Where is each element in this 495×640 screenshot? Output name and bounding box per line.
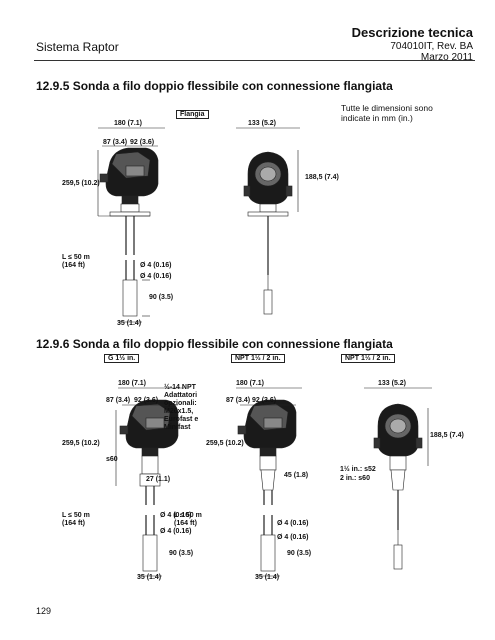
dim-width-total-1: 180 (7.1) [114, 120, 143, 127]
housing-side-2 [373, 403, 423, 457]
dim-hex-2: s60 [106, 456, 118, 463]
dim-npt-len: 45 (1.8) [284, 472, 309, 479]
connection-g-label: G 1½ in. [104, 354, 140, 363]
dim-side-width-2: 133 (5.2) [378, 380, 407, 387]
header-date: Marzo 2011 [420, 51, 473, 63]
dim-head-a-2: 87 (3.4) [106, 397, 131, 404]
dim-head-a-3: 87 (3.4) [226, 397, 251, 404]
dim-width-total-3: 180 (7.1) [236, 380, 265, 387]
dim-thread-len-2: 27 (1.1) [146, 476, 171, 483]
dim-wire-2b: Ø 4 (0.16) [160, 528, 192, 535]
dim-side-width-1: 133 (5.2) [248, 120, 277, 127]
page-number: 129 [36, 606, 52, 616]
dim-weight-width-1: 35 (1.4) [117, 320, 142, 327]
dim-length-in-3: (164 ft) [174, 520, 197, 527]
dim-wire-2a: Ø 4 (0.16) [160, 512, 192, 519]
dim-wire-1a: Ø 4 (0.16) [140, 262, 172, 269]
dim-height-2: 259,5 (10.2) [62, 440, 100, 447]
header-doc-number: 704010IT, Rev. BA [390, 40, 473, 52]
dim-side-height-2: 188,5 (7.4) [430, 432, 464, 439]
housing-front-1 [99, 147, 159, 205]
connection-npt-label-2: NPT 1½ / 2 in. [341, 354, 395, 363]
connection-flange-label: Flangia [176, 110, 209, 119]
housing-front-3 [237, 399, 297, 457]
units-note: Tutte le dimensioni sono indicate in mm … [341, 103, 433, 123]
housing-side-1 [243, 151, 293, 205]
dim-head-a-1: 87 (3.4) [103, 139, 128, 146]
dim-length-in-1: (164 ft) [62, 262, 85, 269]
dim-weight-len-1: 90 (3.5) [149, 294, 174, 301]
section1-heading: 12.9.5 Sonda a filo doppio flessibile co… [36, 79, 393, 93]
dim-hex-npt-1: 1½ in.: s52 [340, 466, 376, 473]
dim-weight-width-3: 35 (1.4) [255, 574, 280, 581]
dim-head-b-1: 92 (3.6) [130, 139, 155, 146]
header-product: Sistema Raptor [36, 40, 119, 54]
section2-heading: 12.9.6 Sonda a filo doppio flessibile co… [36, 337, 393, 351]
dim-weight-len-2: 90 (3.5) [169, 550, 194, 557]
dim-height-1: 259,5 (10.2) [62, 180, 100, 187]
dim-length-in-2: (164 ft) [62, 520, 85, 527]
dim-wire-3b: Ø 4 (0.16) [277, 534, 309, 541]
dim-head-b-2: 92 (3.6) [134, 397, 159, 404]
dim-width-total-2: 180 (7.1) [118, 380, 147, 387]
dim-length-1: L ≤ 50 m [62, 254, 90, 261]
dim-length-2: L ≤ 50 m [62, 512, 90, 519]
dim-head-b-3: 92 (3.6) [252, 397, 277, 404]
header-block: Descrizione tecnica 704010IT, Rev. BA Ma… [351, 25, 473, 63]
dim-hex-npt-2: 2 in.: s60 [340, 475, 370, 482]
dim-wire-3a: Ø 4 (0.16) [277, 520, 309, 527]
dim-length-3: L ≤ 50 m [174, 512, 202, 519]
connection-npt-label-1: NPT 1½ / 2 in. [231, 354, 285, 363]
dim-weight-len-3: 90 (3.5) [287, 550, 312, 557]
dim-height-3: 259,5 (10.2) [206, 440, 244, 447]
dim-weight-width-2: 35 (1.4) [137, 574, 162, 581]
header-title: Descrizione tecnica [351, 25, 473, 40]
header-rule [34, 60, 475, 61]
dim-side-height-1: 188,5 (7.4) [305, 174, 339, 181]
adapter-note: ½-14 NPT Adattatori opzionali: M20x1.5, … [164, 384, 199, 432]
dim-wire-1b: Ø 4 (0.16) [140, 273, 172, 280]
